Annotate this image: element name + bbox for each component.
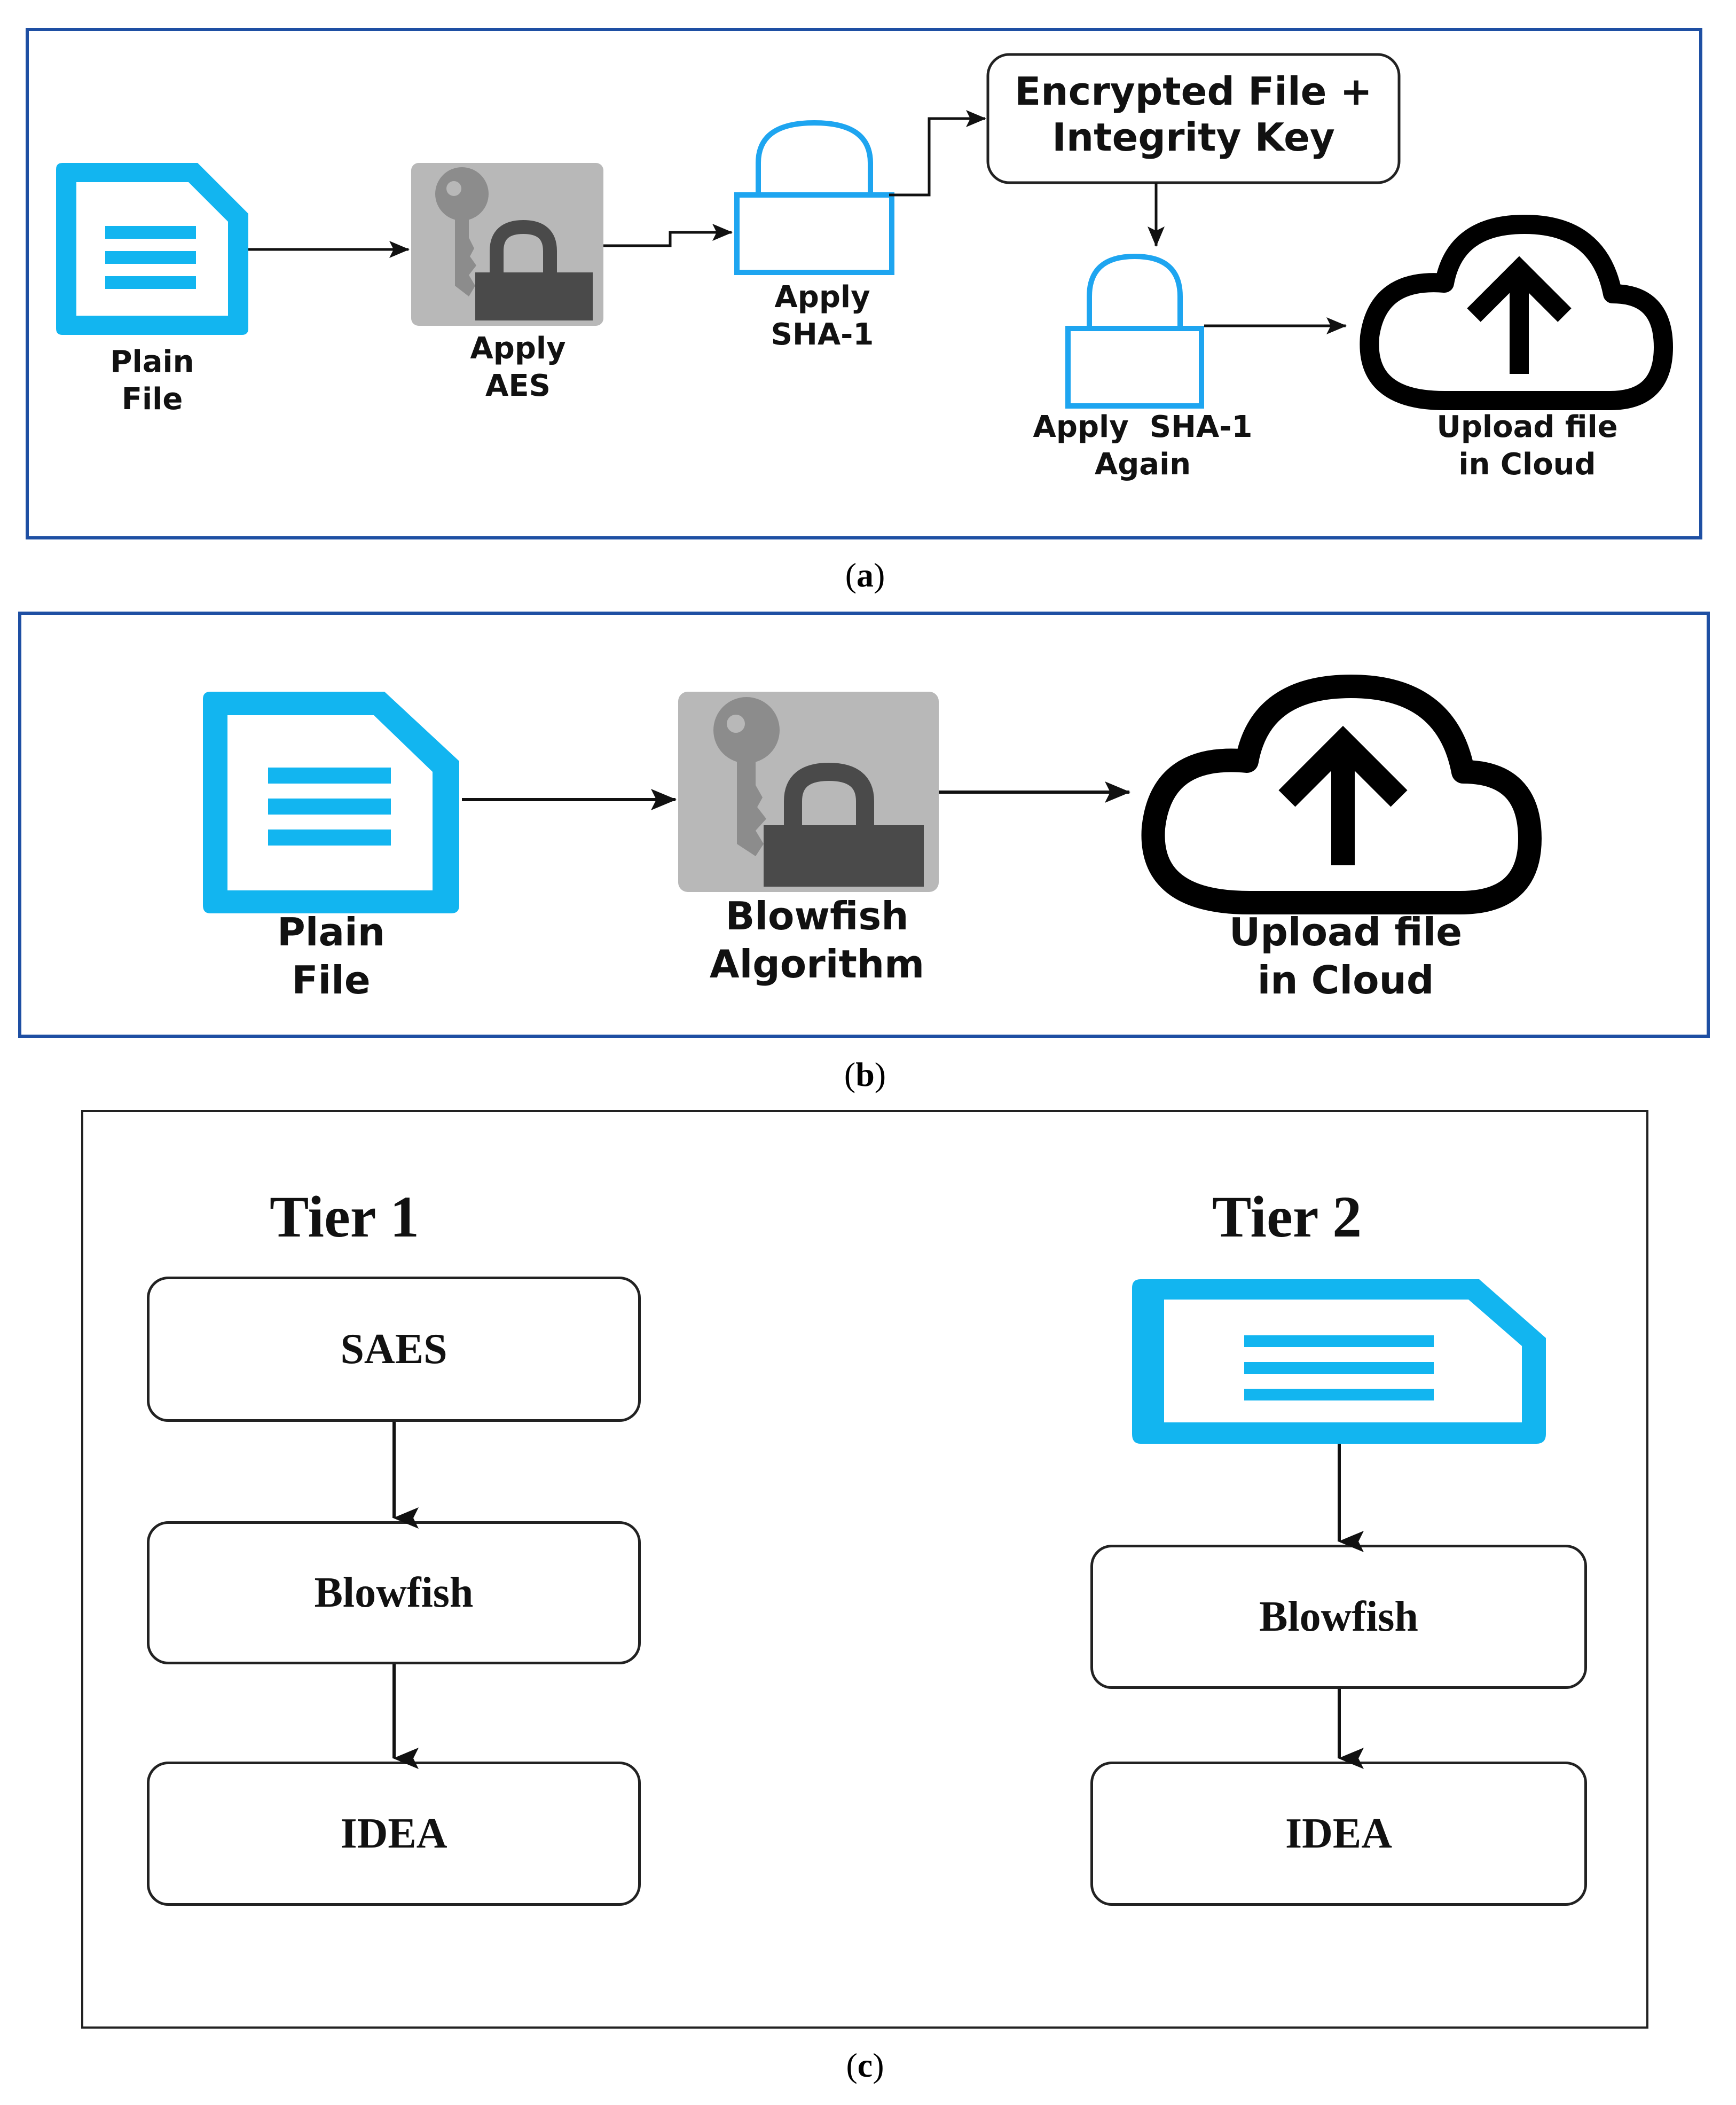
flow-arrows bbox=[248, 110, 1347, 334]
upload-label-b: Upload file in Cloud bbox=[1185, 908, 1506, 1004]
caption-a: (a) bbox=[845, 556, 885, 594]
tier2-step-label: IDEA bbox=[1285, 1810, 1393, 1857]
caption-c: (c) bbox=[846, 2046, 884, 2084]
file-icon bbox=[203, 692, 459, 913]
plain-file-b-line2: File bbox=[292, 958, 371, 1003]
upload-line2: in Cloud bbox=[1458, 447, 1596, 482]
cloud-upload-icon bbox=[1141, 675, 1542, 914]
sha-line1: Apply bbox=[774, 280, 870, 315]
sha-again-label: Apply SHA-1 Again bbox=[1025, 409, 1260, 483]
lock-icon bbox=[1065, 253, 1204, 409]
aes-line1: Apply bbox=[470, 331, 566, 366]
sha-again-line1: Apply SHA-1 bbox=[1033, 410, 1253, 444]
blowfish-label-b: Blowfish Algorithm bbox=[684, 892, 951, 988]
blowfish-b-line1: Blowfish bbox=[725, 894, 909, 938]
encrypted-line1: Encrypted File + bbox=[1015, 69, 1372, 114]
tier2-title: Tier 2 bbox=[1212, 1184, 1362, 1249]
key-lock-icon bbox=[411, 163, 603, 326]
key-lock-icon bbox=[678, 692, 939, 892]
plain-file-line2: File bbox=[121, 382, 183, 417]
sha-line2: SHA-1 bbox=[771, 317, 874, 352]
upload-b-line2: in Cloud bbox=[1257, 958, 1434, 1003]
tier1-title: Tier 1 bbox=[270, 1184, 420, 1249]
tier1-step-label: SAES bbox=[340, 1325, 447, 1373]
encrypted-label: Encrypted File + Integrity Key bbox=[988, 68, 1399, 161]
tier1-step-label: IDEA bbox=[340, 1810, 447, 1857]
aes-line2: AES bbox=[485, 369, 551, 403]
file-icon bbox=[56, 163, 248, 335]
tier1-step-saes: SAES bbox=[147, 1277, 641, 1422]
sha-again-line2: Again bbox=[1094, 447, 1191, 482]
plain-file-line1: Plain bbox=[110, 345, 194, 379]
tier2-step-blowfish: Blowfish bbox=[1090, 1545, 1587, 1689]
upload-b-line1: Upload file bbox=[1229, 910, 1463, 954]
caption-b: (b) bbox=[844, 1055, 886, 1093]
sha-label: Apply SHA-1 bbox=[753, 279, 892, 354]
tier-arrows bbox=[392, 1422, 1364, 1769]
flow-arrows bbox=[462, 781, 1130, 810]
upload-label: Upload file in Cloud bbox=[1399, 409, 1655, 483]
tier1-step-label: Blowfish bbox=[314, 1569, 474, 1616]
encrypted-line2: Integrity Key bbox=[1052, 115, 1335, 160]
cloud-upload-icon bbox=[1360, 215, 1673, 410]
encrypted-box bbox=[986, 53, 1401, 184]
blowfish-b-line2: Algorithm bbox=[709, 942, 925, 987]
upload-line1: Upload file bbox=[1436, 410, 1618, 444]
plain-file-label-b: Plain File bbox=[251, 908, 411, 1004]
tier2-step-label: Blowfish bbox=[1259, 1593, 1418, 1640]
lock-icon bbox=[734, 120, 894, 275]
file-icon bbox=[1132, 1279, 1546, 1444]
aes-label: Apply AES bbox=[449, 330, 587, 405]
plain-file-b-line1: Plain bbox=[277, 910, 385, 954]
tier1-step-idea: IDEA bbox=[147, 1762, 641, 1906]
plain-file-label: Plain File bbox=[93, 343, 211, 418]
